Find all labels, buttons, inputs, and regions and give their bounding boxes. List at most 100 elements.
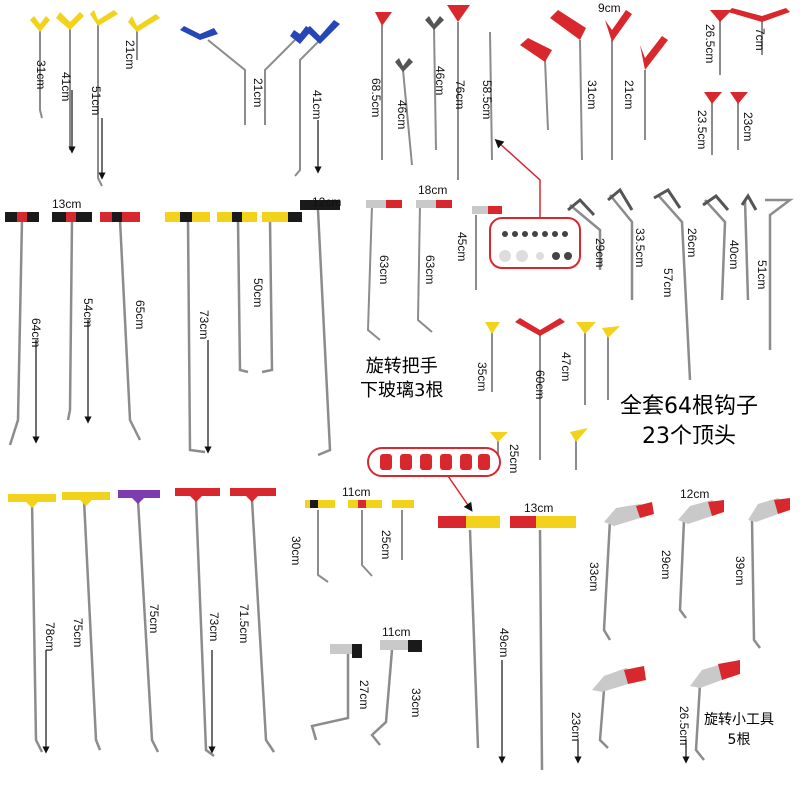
- tool-group-bottom-t-pair: [468, 529, 544, 771]
- caption-full-set: 全套64根钩子 23个顶头: [620, 392, 758, 452]
- accessory-tips-inset: [489, 217, 581, 269]
- len-46cm-b: 46cm: [433, 66, 447, 95]
- len-64cm: 64cm: [29, 318, 43, 347]
- len-18cm: 18cm: [418, 183, 447, 197]
- red-handles-top-right: [520, 10, 668, 70]
- red-caps-inset: [367, 447, 501, 477]
- tool-group-mid-black-red: [8, 219, 142, 446]
- len-23-5cm: 23.5cm: [695, 110, 709, 149]
- len-26-5cm-b: 26.5cm: [677, 706, 691, 745]
- caption-small-tools-line1: 旋转小工具: [704, 712, 774, 728]
- blue-handles: [180, 20, 340, 44]
- len-30cm: 30cm: [289, 536, 303, 565]
- len-63cm-b: 63cm: [423, 255, 437, 284]
- caption-rotating-handles: 旋转把手 下玻璃3根: [360, 355, 443, 403]
- measurement-arrows: [32, 90, 690, 764]
- grey-red-handles: [366, 200, 502, 214]
- center-handles: [485, 318, 620, 442]
- len-71-5cm: 71.5cm: [237, 604, 251, 643]
- len-9cm: 9cm: [598, 1, 621, 15]
- tool-group-mid-grey-red: [366, 204, 477, 341]
- len-75cm-a: 75cm: [71, 618, 85, 647]
- len-23cm-b: 23cm: [569, 712, 583, 741]
- len-51cm-b: 51cm: [755, 260, 769, 289]
- yellow-handles-top: [30, 10, 160, 32]
- len-78cm: 78cm: [43, 622, 57, 651]
- red-handles-top-far-right: [704, 8, 790, 104]
- len-23cm-a: 23cm: [741, 112, 755, 141]
- len-13cm-b: 13cm: [524, 501, 553, 515]
- len-13cm-a: 13cm: [52, 197, 81, 211]
- len-21cm-blue: 21cm: [251, 78, 265, 107]
- len-73cm-b: 73cm: [207, 612, 221, 641]
- tool-group-mid-grey-bent: [569, 194, 794, 381]
- len-73cm-a: 73cm: [197, 310, 211, 339]
- len-33cm-b: 33cm: [587, 562, 601, 591]
- red-handles-top-left: [375, 5, 470, 26]
- len-75cm-b: 75cm: [147, 604, 161, 633]
- grey-bent-handles: [567, 187, 758, 217]
- len-54cm: 54cm: [81, 298, 95, 327]
- red-grey-rotating-handles: [592, 498, 790, 692]
- len-33-5cm: 33.5cm: [633, 228, 647, 267]
- len-26-5cm-a: 26.5cm: [703, 24, 717, 63]
- len-41cm-blue: 41cm: [310, 90, 324, 119]
- tool-group-top-red-right: [544, 39, 646, 161]
- len-47cm: 47cm: [559, 352, 573, 381]
- caption-full-set-line2: 23个顶头: [642, 424, 736, 449]
- len-57cm: 57cm: [661, 268, 675, 297]
- len-12cm-b: 12cm: [680, 487, 709, 501]
- tool-group-top-red-left: [381, 22, 493, 180]
- tool-group-bottom-right: [598, 519, 761, 761]
- len-7cm: 7cm: [753, 28, 767, 51]
- tool-group-bottom-square: [310, 649, 394, 746]
- len-31cm-red: 31cm: [585, 80, 599, 109]
- len-45cm: 45cm: [455, 232, 469, 261]
- len-11cm-a: 11cm: [342, 485, 370, 499]
- len-39cm: 39cm: [733, 556, 747, 585]
- caption-small-tools: 旋转小工具 5根: [704, 710, 774, 750]
- len-46cm-a: 46cm: [395, 100, 409, 129]
- len-25cm-a: 25cm: [507, 444, 521, 473]
- grey-handles-top: [395, 16, 444, 72]
- len-41cm: 41cm: [59, 72, 73, 101]
- len-76cm: 76cm: [453, 80, 467, 109]
- square-handles: [330, 640, 422, 658]
- len-60cm: 60cm: [533, 370, 547, 399]
- len-51cm: 51cm: [89, 86, 103, 115]
- tool-group-bottom-mid-small: [317, 510, 403, 583]
- len-29cm-a: 29cm: [593, 238, 607, 267]
- len-49cm: 49cm: [497, 628, 511, 657]
- len-31cm: 31cm: [34, 60, 48, 89]
- t-handles-bottom-pair: [438, 516, 576, 528]
- len-33cm-a: 33cm: [409, 688, 423, 717]
- len-12cm-a: 12cm: [312, 195, 341, 209]
- len-21cm-a: 21cm: [123, 40, 137, 69]
- tool-group-mid-yellow-black: [186, 209, 332, 457]
- len-26cm: 26cm: [685, 228, 699, 257]
- len-58-5cm: 58.5cm: [480, 80, 494, 119]
- t-handles-yellow-black: [165, 200, 340, 222]
- tool-group-top-far-right: [711, 20, 763, 155]
- len-11cm-b: 11cm: [382, 625, 410, 639]
- len-29cm-b: 29cm: [659, 550, 673, 579]
- len-25cm-b: 25cm: [379, 530, 393, 559]
- caption-rotating-handles-line1: 旋转把手: [365, 356, 438, 377]
- len-21cm-red: 21cm: [622, 80, 636, 109]
- yellow-handles-bottom-mid: [305, 500, 414, 508]
- caption-full-set-line1: 全套64根钩子: [620, 394, 758, 419]
- t-handles-black-red: [5, 212, 140, 222]
- len-35cm: 35cm: [475, 362, 489, 391]
- len-65cm: 65cm: [133, 300, 147, 329]
- t-handles-bottom-left: [8, 488, 276, 508]
- caption-small-tools-line2: 5根: [727, 732, 751, 748]
- inset-pointer-line: [494, 138, 541, 218]
- len-27cm: 27cm: [357, 680, 371, 709]
- len-63cm-a: 63cm: [377, 255, 391, 284]
- caps-pointer-line: [447, 475, 473, 512]
- len-50cm: 50cm: [251, 278, 265, 307]
- tool-group-top-yellow: [39, 22, 138, 187]
- tool-group-top-blue: [207, 39, 321, 177]
- caption-rotating-handles-line2: 下玻璃3根: [360, 380, 444, 401]
